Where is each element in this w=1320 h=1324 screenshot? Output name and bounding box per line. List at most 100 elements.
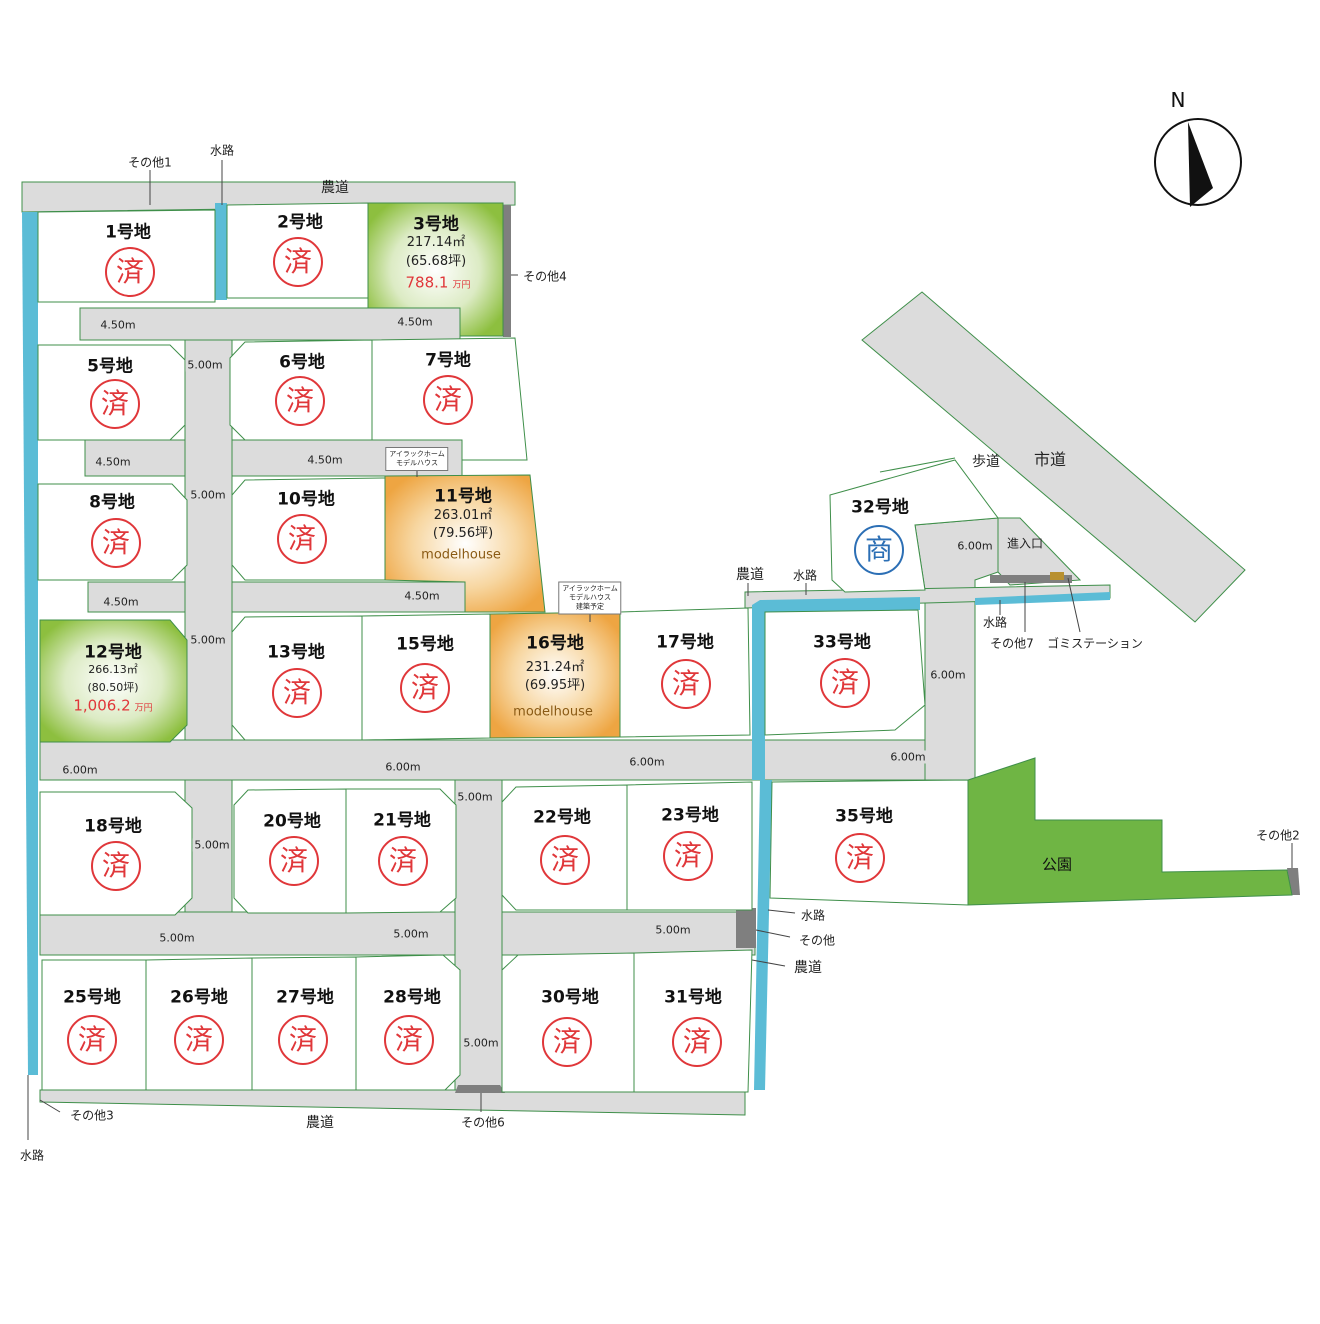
- dim-label: 4.50m: [98, 318, 138, 332]
- lot-8-name[interactable]: 8号地: [89, 492, 135, 513]
- water-top-label: 水路: [209, 143, 235, 158]
- misc-strips: [455, 205, 1300, 1093]
- lot-31-name[interactable]: 31号地: [664, 987, 722, 1008]
- callout-line: モデルハウス: [395, 459, 438, 467]
- lot-16-modelhouse: modelhouse: [513, 704, 593, 720]
- road-east-6m: [914, 517, 999, 781]
- farm-road-bottom-label: 農道: [306, 1115, 334, 1131]
- lot-7-name[interactable]: 7号地: [425, 350, 471, 371]
- leader-lines: [27, 160, 1293, 1140]
- lot-3-area: 217.14㎡: [406, 235, 466, 250]
- lot-11: [384, 474, 546, 613]
- other1-label: その他1: [128, 155, 172, 170]
- north-label: N: [1170, 88, 1186, 112]
- sidewalk: [997, 517, 1082, 586]
- other7-label: その他7: [990, 636, 1034, 651]
- sold-stamp-icon: 済: [400, 663, 450, 713]
- callout-line: アイラックホーム: [389, 450, 445, 458]
- dim-label: 4.50m: [305, 453, 345, 467]
- callout-line: モデルハウス: [568, 593, 611, 602]
- lot-18-name[interactable]: 18号地: [84, 816, 142, 837]
- lot-32-name[interactable]: 32号地: [851, 497, 909, 518]
- lot-27-name[interactable]: 27号地: [276, 987, 334, 1008]
- lot-13-name[interactable]: 13号地: [267, 642, 325, 663]
- lot-6-name[interactable]: 6号地: [279, 352, 325, 373]
- other6-strip: [455, 1085, 505, 1093]
- lot-22-name[interactable]: 22号地: [533, 807, 591, 828]
- other6-label: その他6: [461, 1115, 505, 1130]
- lot-17-name[interactable]: 17号地: [656, 632, 714, 653]
- lot-30-name[interactable]: 30号地: [541, 987, 599, 1008]
- lot-25-name[interactable]: 25号地: [63, 987, 121, 1008]
- lot-23-name[interactable]: 23号地: [661, 805, 719, 826]
- sold-stamp-icon: 済: [835, 833, 885, 883]
- water-right: [975, 592, 1110, 605]
- sidewalk-label: 歩道: [972, 454, 1000, 470]
- sold-stamp-icon: 済: [672, 1017, 722, 1067]
- sold-stamp-icon: 済: [272, 668, 322, 718]
- dim-label: 4.50m: [395, 315, 435, 329]
- city-road: [861, 291, 1246, 623]
- sold-stamp-icon: 済: [273, 237, 323, 287]
- dim-label: 5.00m: [461, 1036, 501, 1050]
- dim-label: 5.00m: [391, 927, 431, 941]
- farm-road-bottom: [39, 1089, 746, 1116]
- lot-10-name[interactable]: 10号地: [277, 489, 335, 510]
- other4-strip: [503, 205, 511, 337]
- lot-21-name[interactable]: 21号地: [373, 810, 431, 831]
- lot-16-name[interactable]: 16号地: [526, 633, 584, 654]
- park-label: 公園: [1041, 855, 1073, 874]
- other7-strip: [990, 575, 1072, 583]
- lot-2-name[interactable]: 2号地: [277, 212, 323, 233]
- callout-lot16: アイラックホーム モデルハウス 建築予定: [558, 581, 622, 615]
- other2-label: その他2: [1256, 828, 1300, 843]
- lot-11-area: 263.01㎡: [433, 508, 493, 523]
- lot-3-name[interactable]: 3号地: [413, 214, 459, 235]
- sold-stamp-icon: 済: [661, 659, 711, 709]
- other-label: その他: [798, 933, 836, 948]
- water-east-lower: [754, 780, 772, 1090]
- sold-stamp-icon: 済: [423, 375, 473, 425]
- water-left: [22, 212, 38, 1075]
- dim-label: 5.00m: [188, 488, 228, 502]
- sold-stamp-icon: 済: [378, 836, 428, 886]
- lot-5-name[interactable]: 5号地: [87, 356, 133, 377]
- sold-stamp-icon: 済: [540, 835, 590, 885]
- sold-stamp-icon: 済: [278, 1015, 328, 1065]
- lot-28-name[interactable]: 28号地: [383, 987, 441, 1008]
- dim-label: 5.00m: [188, 633, 228, 647]
- compass-icon: [1154, 118, 1242, 207]
- lot-20-name[interactable]: 20号地: [263, 811, 321, 832]
- sold-stamp-icon: 済: [105, 247, 155, 297]
- lot-1-name[interactable]: 1号地: [105, 222, 151, 243]
- lot-33-name[interactable]: 33号地: [813, 632, 871, 653]
- dim-label: 4.50m: [402, 589, 442, 603]
- lot-3-tsubo: (65.68坪): [405, 254, 467, 269]
- lot-12-name[interactable]: 12号地: [84, 642, 142, 663]
- callout-line: アイラックホーム: [562, 584, 618, 593]
- lot-15-name[interactable]: 15号地: [396, 634, 454, 655]
- water-right-label: 水路: [982, 615, 1008, 630]
- lot-26-name[interactable]: 26号地: [170, 987, 228, 1008]
- lot-3: [367, 202, 504, 337]
- farm-road-east-label: 農道: [736, 567, 764, 583]
- lot-12: [39, 619, 188, 743]
- callout-line: 建築予定: [575, 602, 604, 611]
- road-main-6m: [39, 739, 976, 781]
- lot-35-name[interactable]: 35号地: [835, 806, 893, 827]
- entrance-label: 進入口: [1006, 536, 1044, 551]
- dim-label: 6.00m: [928, 668, 968, 682]
- lot-11-tsubo: (79.56坪): [432, 526, 494, 541]
- garbage-station: [1050, 572, 1064, 580]
- dim-label: 5.00m: [192, 838, 232, 852]
- lot-11-name[interactable]: 11号地: [434, 486, 492, 507]
- sold-stamp-icon: 済: [174, 1015, 224, 1065]
- callout-lot11: アイラックホーム モデルハウス: [385, 447, 449, 471]
- sold-stamp-icon: 済: [384, 1015, 434, 1065]
- sold-stamp-icon: 済: [91, 518, 141, 568]
- sold-stamp-icon: 済: [277, 514, 327, 564]
- garbage-station-label: ゴミステーション: [1047, 636, 1143, 651]
